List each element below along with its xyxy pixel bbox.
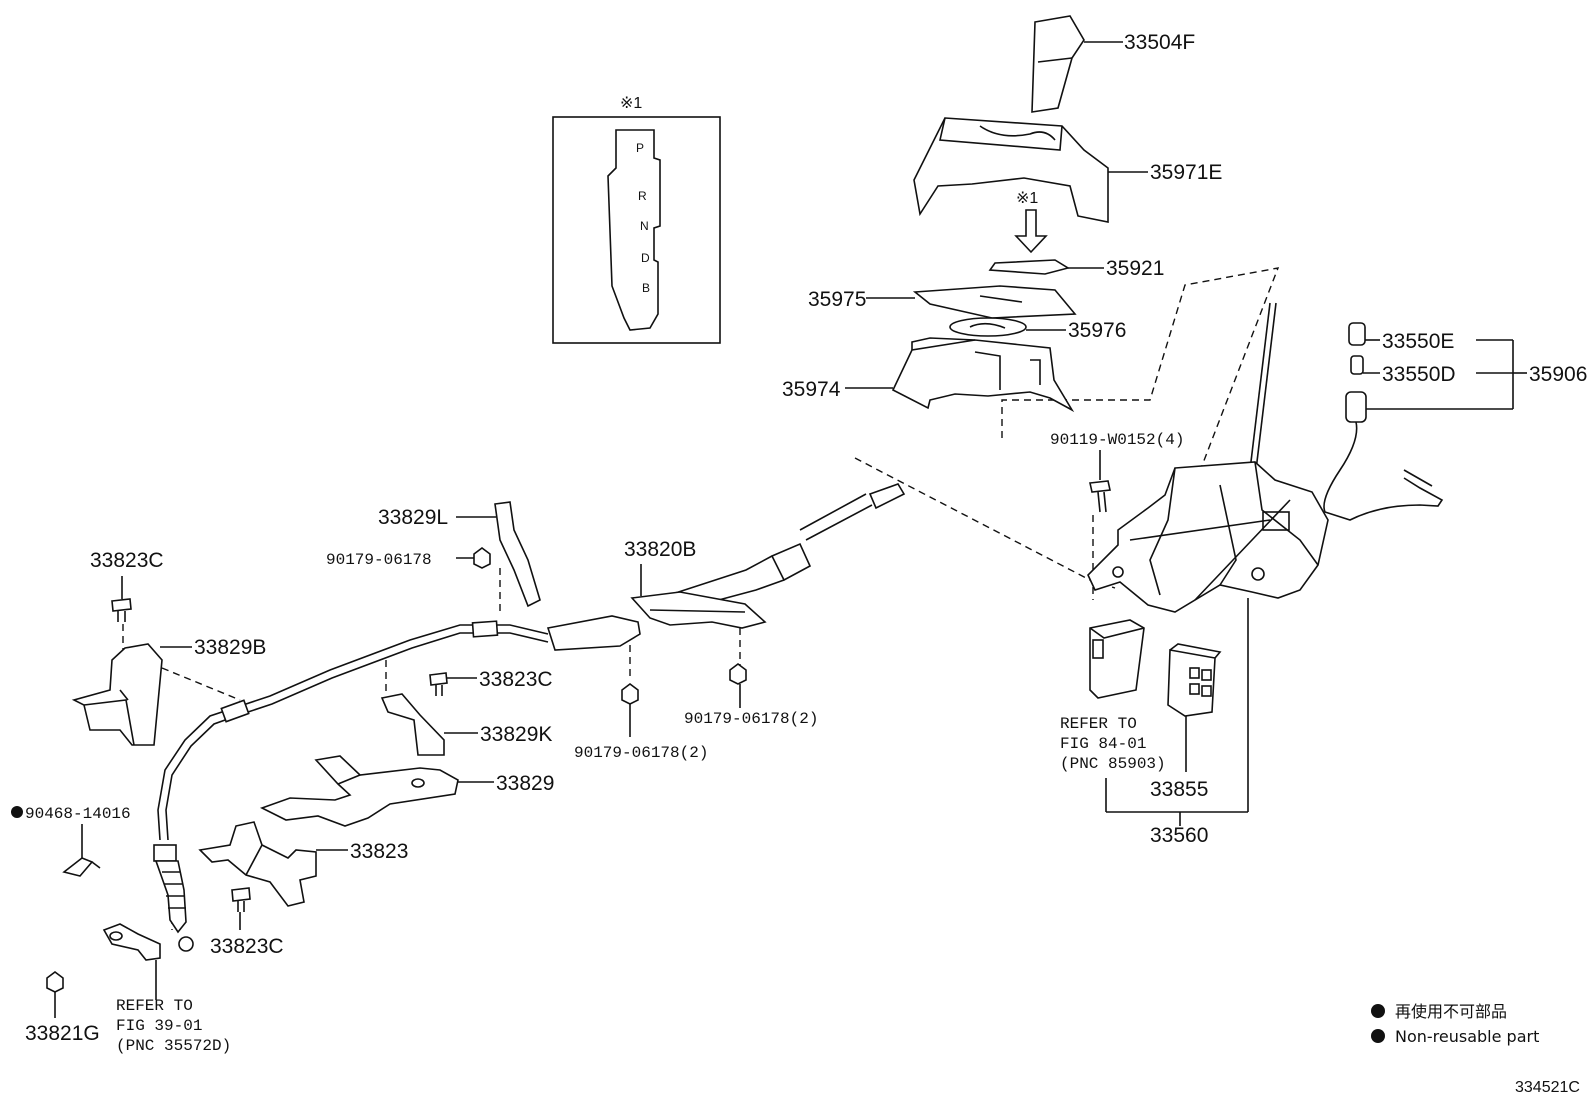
label-90179-left: 90179-06178(2) — [574, 744, 708, 762]
clip-90468 — [62, 824, 101, 877]
note-mark-inset: ※1 — [620, 95, 642, 112]
label-35974: 35974 — [782, 378, 841, 401]
release-cable-assembly — [1323, 322, 1527, 521]
label-35975: 35975 — [808, 288, 866, 311]
legend-dot-en — [1371, 1029, 1385, 1043]
control-module — [1089, 619, 1145, 699]
label-33829k: 33829K — [480, 723, 552, 746]
ref-fig84-line3: (PNC 85903) — [1060, 755, 1166, 773]
slide-cover — [866, 285, 1077, 319]
ref-fig39-line3: (PNC 35572D) — [116, 1037, 231, 1055]
label-33823: 33823 — [350, 840, 408, 863]
legend-dot-jp — [1371, 1004, 1385, 1018]
shift-cable — [153, 483, 906, 952]
ref-fig39-line1: REFER TO — [116, 997, 193, 1015]
gate-letter-n: N — [640, 219, 649, 233]
label-33560: 33560 — [1150, 824, 1208, 847]
console-bezel — [913, 117, 1148, 223]
ref-fig39-line2: FIG 39-01 — [116, 1017, 202, 1035]
label-35906: 35906 — [1529, 363, 1587, 386]
bolt-33823c-bottom — [231, 887, 251, 930]
label-33820b: 33820B — [624, 538, 696, 561]
label-35971e: 35971E — [1150, 161, 1222, 184]
ref-fig84-line1: REFER TO — [1060, 715, 1137, 733]
bracket-33829k — [380, 693, 478, 756]
nut-90179-right — [729, 663, 747, 708]
label-33821g: 33821G — [25, 1022, 100, 1045]
nut-90179-left — [621, 683, 639, 737]
label-35976: 35976 — [1068, 319, 1126, 342]
shift-lever-assembly — [1087, 302, 1329, 613]
label-33823c-top: 33823C — [90, 549, 164, 572]
upper-housing — [845, 337, 1075, 413]
bolt-33823c-mid — [429, 672, 477, 696]
non-reusable-mark-90468 — [11, 806, 23, 818]
label-33504f: 33504F — [1124, 31, 1195, 54]
note-mark-arrow: ※1 — [1016, 190, 1038, 207]
label-90468: 90468-14016 — [25, 805, 131, 823]
label-90179-right: 90179-06178(2) — [684, 710, 818, 728]
indicator-plate — [988, 259, 1104, 275]
bolt-33823c-top — [111, 576, 132, 622]
label-33823c-bottom: 33823C — [210, 935, 284, 958]
label-35921: 35921 — [1106, 257, 1164, 280]
ref-fig84-line2: FIG 84-01 — [1060, 735, 1146, 753]
bracket-lower-cable — [102, 923, 161, 1000]
label-33829: 33829 — [496, 772, 554, 795]
bracket-33829l — [456, 501, 541, 608]
bolt-90119 — [1089, 450, 1111, 513]
legend-text-en: Non-reusable part — [1395, 1027, 1539, 1046]
note-arrow — [1014, 209, 1048, 254]
bracket-33829b — [71, 643, 192, 746]
legend — [1371, 1004, 1385, 1043]
gate-letter-r: R — [638, 189, 647, 203]
gate-letter-d: D — [641, 251, 650, 265]
label-33829b: 33829B — [194, 636, 266, 659]
bracket-33560 — [1105, 598, 1249, 826]
label-90119: 90119-W0152(4) — [1050, 431, 1184, 449]
label-33823c-mid: 33823C — [479, 668, 553, 691]
connector-33855 — [1167, 643, 1222, 772]
gate-letter-p: P — [636, 141, 644, 155]
figure-code: 334521C — [1515, 1079, 1580, 1096]
clip-33821g — [46, 971, 64, 1018]
label-90179-top: 90179-06178 — [326, 551, 432, 569]
label-33829l: 33829L — [378, 506, 448, 529]
label-33550e: 33550E — [1382, 330, 1454, 353]
indicator-disc — [949, 317, 1066, 337]
label-33550d: 33550D — [1382, 363, 1456, 386]
bracket-33823 — [198, 821, 348, 907]
label-33855: 33855 — [1150, 778, 1208, 801]
gate-inset — [552, 116, 721, 344]
gate-letter-b: B — [642, 281, 650, 295]
legend-text-jp: 再使用不可部品 — [1395, 1002, 1507, 1021]
bracket-33829 — [259, 755, 494, 827]
shift-knob — [1031, 15, 1123, 113]
nut-90179-top — [456, 547, 491, 569]
